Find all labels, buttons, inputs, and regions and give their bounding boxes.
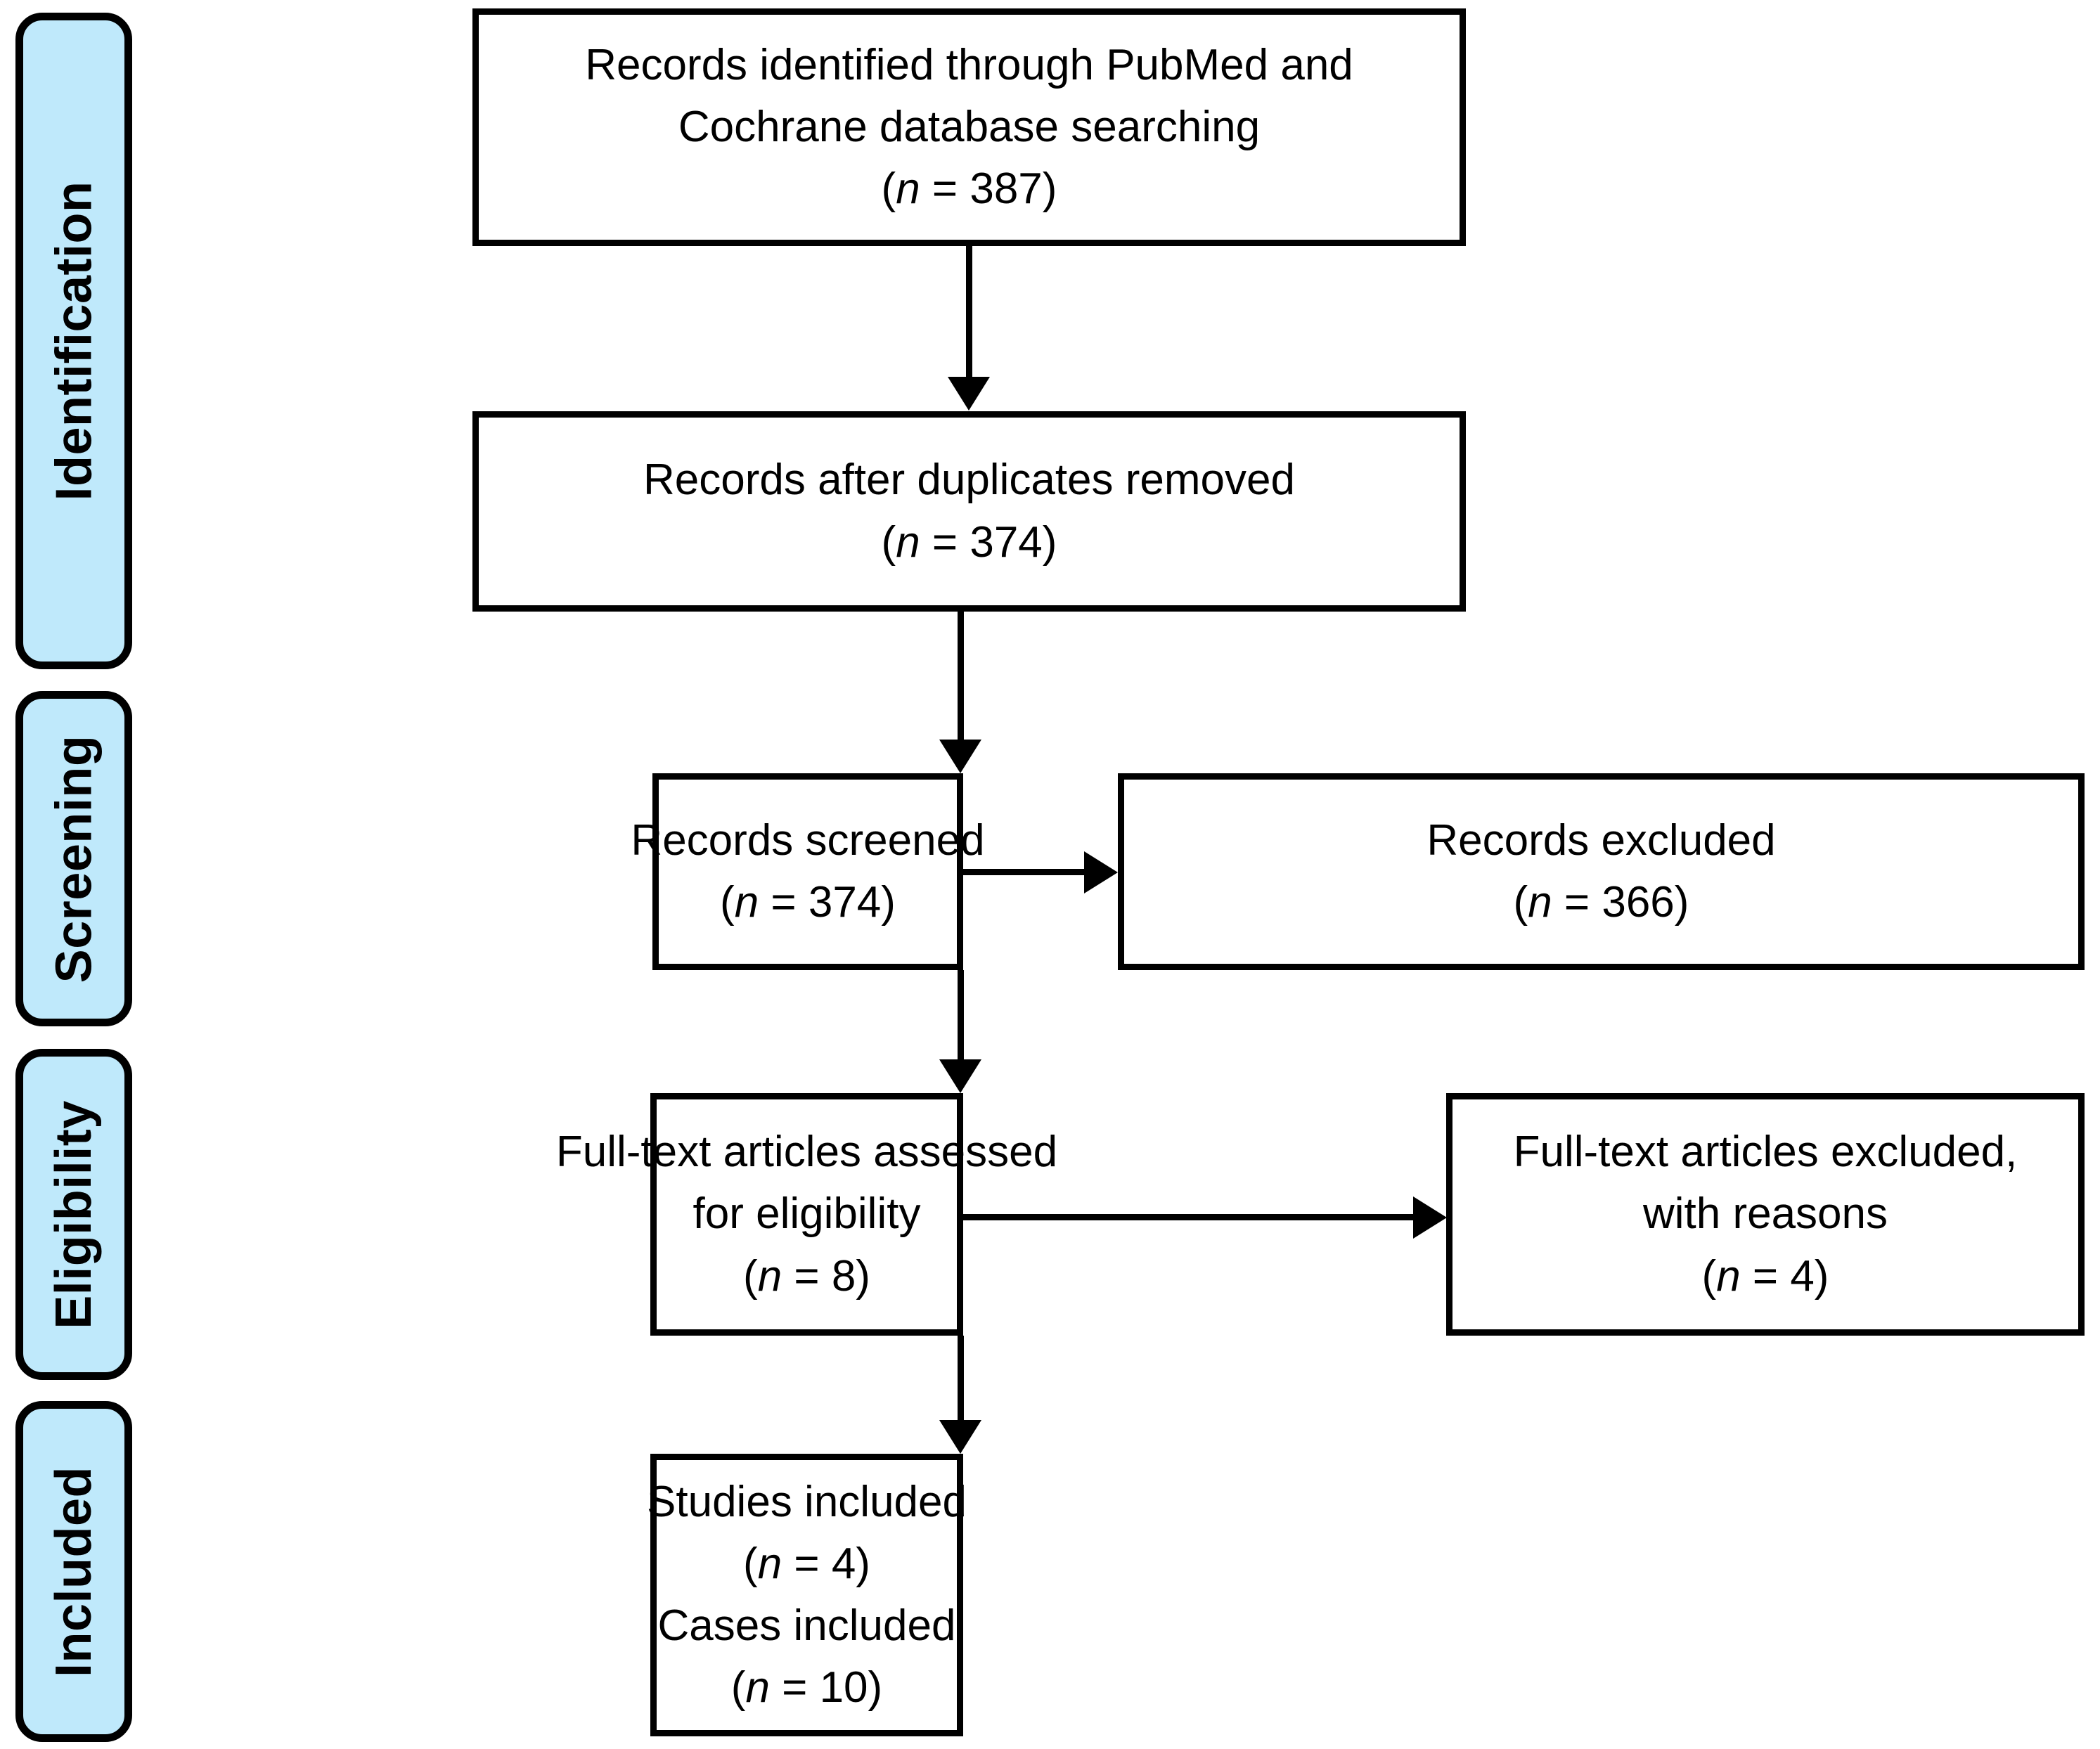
connector-fulltext-to-studies — [958, 1336, 964, 1420]
n-value: = 387) — [920, 164, 1057, 214]
n-value: = 366) — [1552, 878, 1689, 927]
n-value: = 10) — [769, 1663, 883, 1712]
box-records-screened: Records screened (n = 374) — [631, 773, 985, 970]
n-symbol: n — [757, 1251, 782, 1301]
n-symbol: n — [734, 878, 759, 927]
n-value: = 374) — [759, 878, 896, 927]
box-studies-included-count1: (n = 4) — [743, 1533, 870, 1595]
stage-identification: Identification — [15, 13, 132, 669]
stage-included: Included — [15, 1401, 132, 1742]
arrowhead-screened-to-fulltext — [939, 1059, 981, 1093]
paren-open: ( — [881, 517, 896, 567]
paren-open: ( — [743, 1539, 758, 1588]
box-records-identified-line2: Cochrane database searching — [678, 102, 1261, 151]
stage-screening-label: Screening — [46, 735, 102, 983]
stage-identification-label: Identification — [46, 181, 102, 501]
paren-open: ( — [743, 1251, 758, 1301]
box-records-identified: Records identified through PubMed and Co… — [472, 8, 1466, 246]
arrowhead-fulltext-to-excluded — [1413, 1196, 1447, 1239]
n-symbol: n — [896, 517, 920, 567]
box-cases-included-line: Cases included — [657, 1601, 956, 1650]
box-studies-included: Studies included (n = 4) Cases included … — [647, 1454, 967, 1736]
box-studies-included-line1: Studies included — [647, 1477, 967, 1526]
box-fulltext-assessed-line2: for eligibility — [693, 1189, 921, 1239]
arrowhead-duplicates-to-screened — [939, 740, 981, 773]
box-fulltext-excluded: Full-text articles excluded, with reason… — [1446, 1093, 2085, 1336]
paren-open: ( — [1513, 878, 1528, 927]
stage-eligibility: Eligibility — [15, 1049, 132, 1380]
n-value: = 8) — [782, 1251, 870, 1301]
box-records-screened-count: (n = 374) — [720, 872, 896, 934]
n-value: = 4) — [1740, 1251, 1829, 1301]
paren-open: ( — [730, 1663, 746, 1712]
n-symbol: n — [1716, 1251, 1741, 1301]
box-records-excluded-count: (n = 366) — [1514, 872, 1689, 934]
connector-fulltext-to-excluded — [963, 1214, 1413, 1220]
box-records-identified-line1: Records identified through PubMed and — [585, 40, 1353, 89]
box-records-excluded-line1: Records excluded — [1426, 815, 1776, 865]
box-records-after-duplicates: Records after duplicates removed (n = 37… — [472, 411, 1466, 612]
arrowhead-fulltext-to-studies — [939, 1420, 981, 1454]
box-fulltext-assessed: Full-text articles assessed for eligibil… — [556, 1093, 1057, 1336]
box-cases-included-count: (n = 10) — [731, 1657, 882, 1719]
connector-screened-to-excluded — [963, 869, 1084, 875]
n-symbol: n — [745, 1663, 770, 1712]
box-records-after-duplicates-count: (n = 374) — [882, 512, 1057, 574]
stage-eligibility-label: Eligibility — [46, 1099, 102, 1329]
box-fulltext-assessed-line1: Full-text articles assessed — [555, 1128, 1058, 1177]
arrowhead-identified-to-duplicates — [948, 377, 990, 411]
paren-open: ( — [1701, 1251, 1717, 1301]
paren-open: ( — [881, 164, 896, 214]
n-symbol: n — [757, 1539, 782, 1588]
box-records-screened-line1: Records screened — [631, 815, 985, 865]
box-fulltext-excluded-line2: with reasons — [1642, 1189, 1888, 1239]
arrowhead-screened-to-excluded — [1084, 851, 1118, 893]
n-value: = 4) — [782, 1539, 870, 1588]
box-records-excluded: Records excluded (n = 366) — [1118, 773, 2085, 970]
connector-screened-to-fulltext — [958, 970, 964, 1059]
n-symbol: n — [1528, 878, 1552, 927]
paren-open: ( — [720, 878, 735, 927]
connector-duplicates-to-screened — [958, 612, 964, 740]
box-fulltext-excluded-count: (n = 4) — [1702, 1246, 1829, 1308]
n-symbol: n — [896, 164, 920, 214]
box-records-after-duplicates-line1: Records after duplicates removed — [643, 456, 1295, 505]
n-value: = 374) — [920, 517, 1057, 567]
box-records-identified-count: (n = 387) — [882, 158, 1057, 220]
box-fulltext-assessed-count: (n = 8) — [743, 1246, 870, 1308]
connector-identified-to-duplicates — [966, 246, 972, 377]
stage-screening: Screening — [15, 691, 132, 1026]
stage-included-label: Included — [46, 1466, 103, 1677]
box-fulltext-excluded-line1: Full-text articles excluded, — [1513, 1128, 2018, 1177]
